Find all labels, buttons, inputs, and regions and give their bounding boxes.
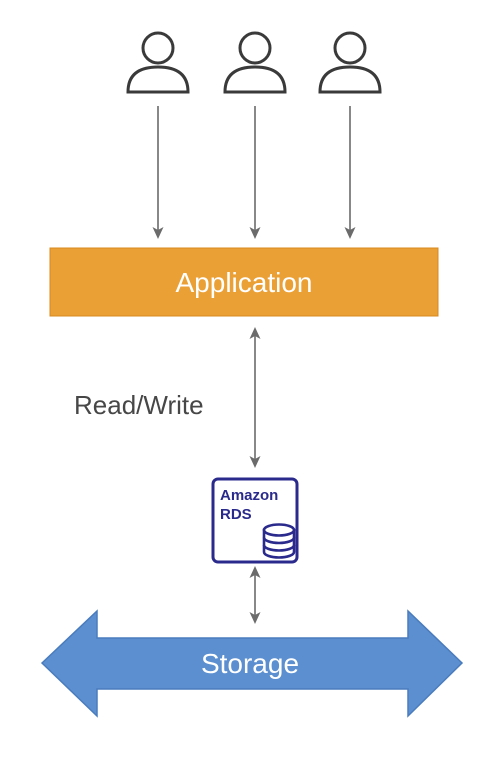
read-write-arrow bbox=[249, 327, 261, 468]
user-3-arrow bbox=[344, 106, 356, 239]
rds-line2-label: RDS bbox=[220, 506, 252, 523]
database-icon bbox=[262, 523, 296, 559]
user-2-arrow bbox=[249, 106, 261, 239]
user-2-icon bbox=[223, 31, 287, 94]
user-1-arrow bbox=[152, 106, 164, 239]
application-label: Application bbox=[176, 267, 313, 298]
rds-line1-label: Amazon bbox=[220, 487, 278, 504]
storage-arrow: Storage bbox=[40, 609, 464, 718]
user-3-icon bbox=[318, 31, 382, 94]
rds-storage-arrow bbox=[249, 566, 261, 624]
read-write-label: Read/Write bbox=[74, 390, 204, 420]
application-box: Application bbox=[49, 247, 439, 317]
user-1-icon bbox=[126, 31, 190, 94]
storage-label: Storage bbox=[201, 648, 299, 679]
amazon-rds-icon: Amazon RDS bbox=[211, 477, 299, 564]
